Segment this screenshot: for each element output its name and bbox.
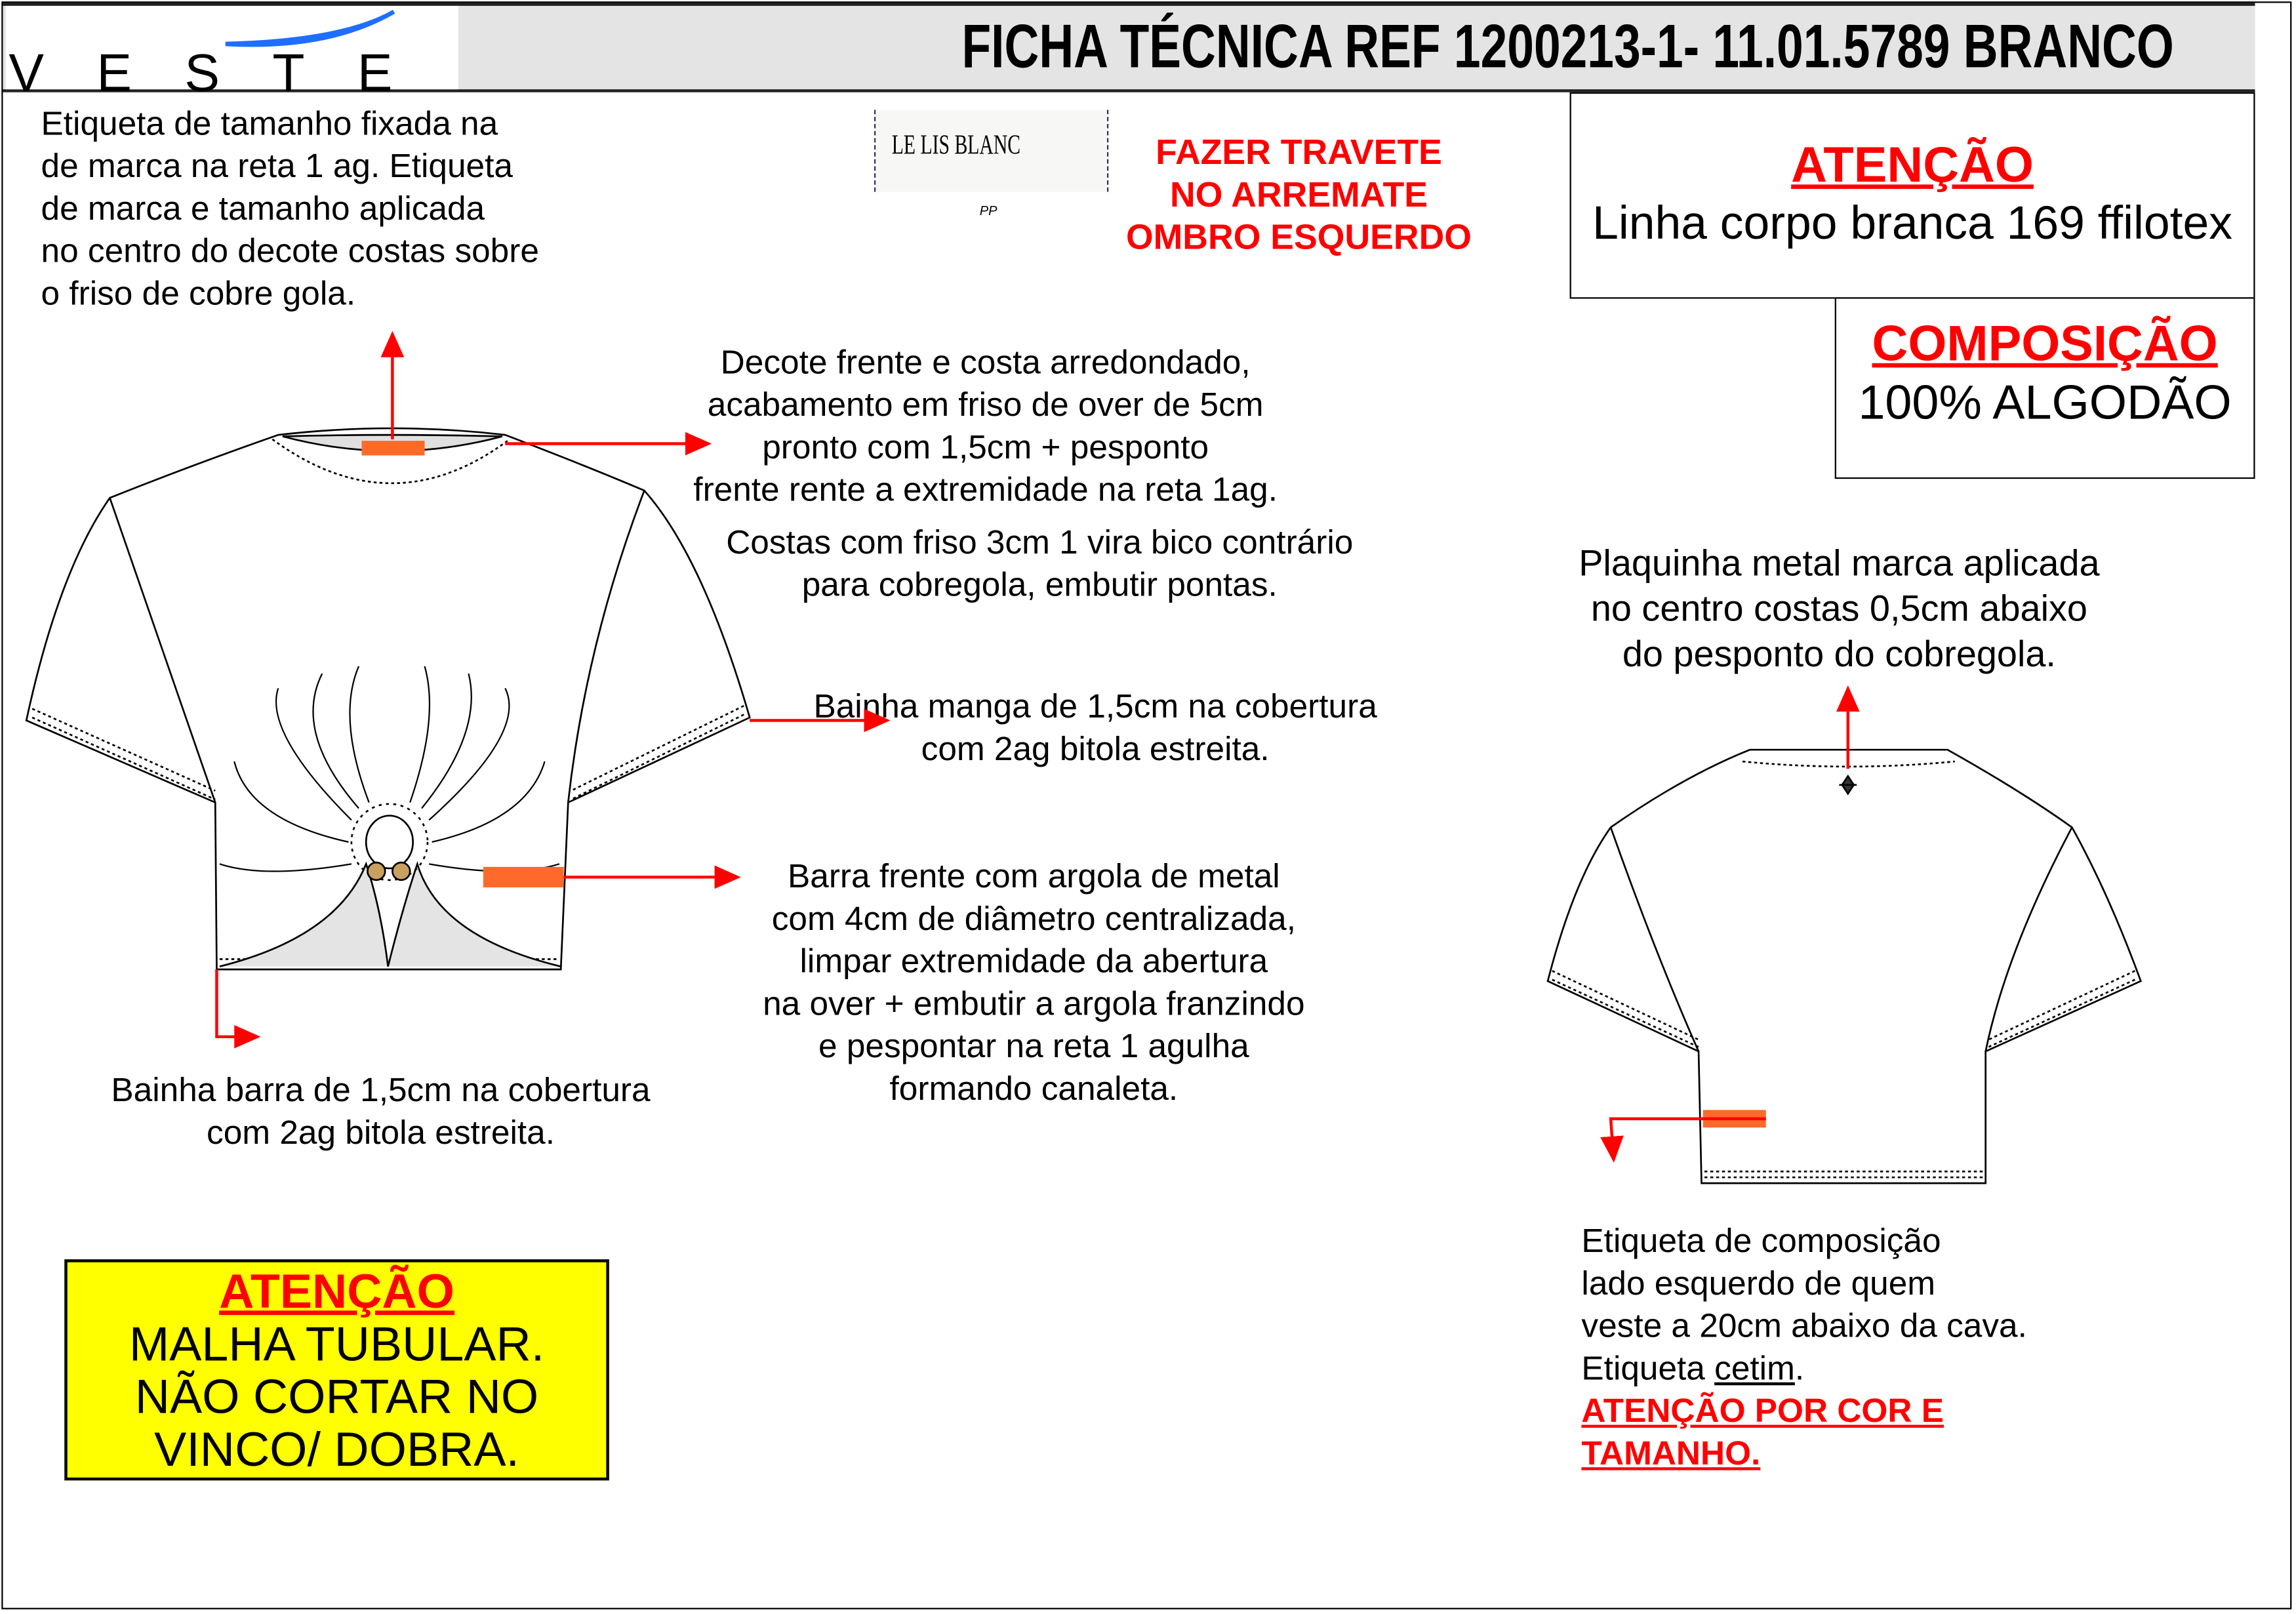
veste-logo: VESTE [5,5,458,102]
note-line: com 2ag bitola estreita. [207,1112,555,1151]
note-line: para cobregola, embutir pontas. [801,565,1278,603]
metal-plate-icon [1839,774,1857,796]
travete-note: FAZER TRAVETE NO ARREMATE OMBRO ESQUERDO [1083,132,1514,259]
warning-line: NÃO CORTAR NO [134,1369,539,1424]
composition-title: COMPOSIÇÃO [1872,316,2218,373]
composition-label-note: Etiqueta de composição lado esquerdo de … [1581,1220,2026,1475]
note-line: no centro do decote costas sobre [41,231,539,270]
attention-text: Linha corpo branca 169 ffilotex [1592,196,2232,249]
size-label-text: PP [979,203,997,218]
attention-box: ATENÇÃO Linha corpo branca 169 ffilotex [1569,92,2255,299]
note-text: Etiqueta [1581,1348,1715,1387]
costas-note: Costas com friso 3cm 1 vira bico contrár… [659,521,1420,607]
note-line: pronto com 1,5cm + pesponto [762,427,1209,466]
back-tshirt-drawing [1546,748,2143,1184]
logo-text: VESTE [9,42,445,103]
note-line: de marca na reta 1 ag. Etiqueta [41,146,513,185]
note-line: veste a 20cm abaixo da cava. [1581,1306,2027,1344]
annotation-arrows [215,331,1860,1163]
orange-markers [361,441,1766,1128]
note-line: Bainha manga de 1,5cm na cobertura [813,687,1377,725]
warning-box: ATENÇÃO MALHA TUBULAR. NÃO CORTAR NO VIN… [64,1259,609,1481]
note-line: o friso de cobre gola. [41,273,356,312]
note-line: no centro costas 0,5cm abaixo [1590,588,2087,630]
warning-title: ATENÇÃO [219,1263,454,1318]
attention-title: ATENÇÃO [1791,137,2034,193]
note-line: Barra frente com argola de metal [788,857,1280,895]
decote-note: Decote frente e costa arredondado, acaba… [619,341,1351,511]
bainha-barra-note: Bainha barra de 1,5cm na cobertura com 2… [44,1069,717,1154]
brand-label-image: LE LIS BLANC PP [874,110,1109,238]
note-line: frente rente a extremidade na reta 1ag. [693,470,1278,508]
barra-frente-note: Barra frente com argola de metal com 4cm… [697,855,1371,1110]
note-line: acabamento em friso de over de 5cm [707,385,1264,424]
note-line: lado esquerdo de quem [1581,1263,1936,1302]
note-line: FAZER TRAVETE [1156,133,1442,173]
note-line: Costas com friso 3cm 1 vira bico contrár… [726,523,1354,561]
note-line: do pesponto do cobregola. [1622,634,2056,676]
note-line: Plaquinha metal marca aplicada [1579,543,2100,584]
warning-line: VINCO/ DOBRA. [154,1422,519,1476]
note-line: OMBRO ESQUERDO [1125,218,1472,258]
note-line: Decote frente e costa arredondado, [720,342,1251,381]
note-line: de marca e tamanho aplicada [41,189,485,228]
note-line: na over + embutir a argola franzindo [763,984,1305,1022]
note-line: com 4cm de diâmetro centralizada, [771,898,1296,937]
plaquinha-note: Plaquinha metal marca aplicada no centro… [1502,542,2176,678]
composition-text: 100% ALGODÃO [1858,374,2232,430]
note-line: e pespontar na reta 1 agulha [818,1026,1249,1065]
warning-line: MALHA TUBULAR. [129,1316,545,1371]
size-label-note: Etiqueta de tamanho fixada na de marca n… [41,102,539,315]
attention-color-line: ATENÇÃO POR COR E [1581,1391,1944,1430]
composition-box: COMPOSIÇÃO 100% ALGODÃO [1834,297,2255,479]
brand-label-text: LE LIS BLANC [891,130,1021,161]
note-line: com 2ag bitola estreita. [921,729,1270,767]
note-line: limpar extremidade da abertura [799,941,1268,980]
front-tshirt-drawing [25,427,751,971]
note-line: Etiqueta cetim. [1581,1347,2026,1390]
note-text: . [1794,1348,1805,1387]
note-line: Etiqueta de tamanho fixada na [41,104,498,142]
bainha-manga-note: Bainha manga de 1,5cm na cobertura com 2… [759,685,1432,771]
attention-color-line: TAMANHO. [1581,1433,1761,1472]
note-line: Bainha barra de 1,5cm na cobertura [111,1070,651,1109]
note-line: NO ARREMATE [1170,175,1428,216]
note-line: Etiqueta de composição [1581,1221,1941,1260]
logo-swoosh-icon [225,9,395,47]
note-line: formando canaleta. [889,1068,1178,1107]
cetim-text: cetim [1714,1348,1795,1387]
